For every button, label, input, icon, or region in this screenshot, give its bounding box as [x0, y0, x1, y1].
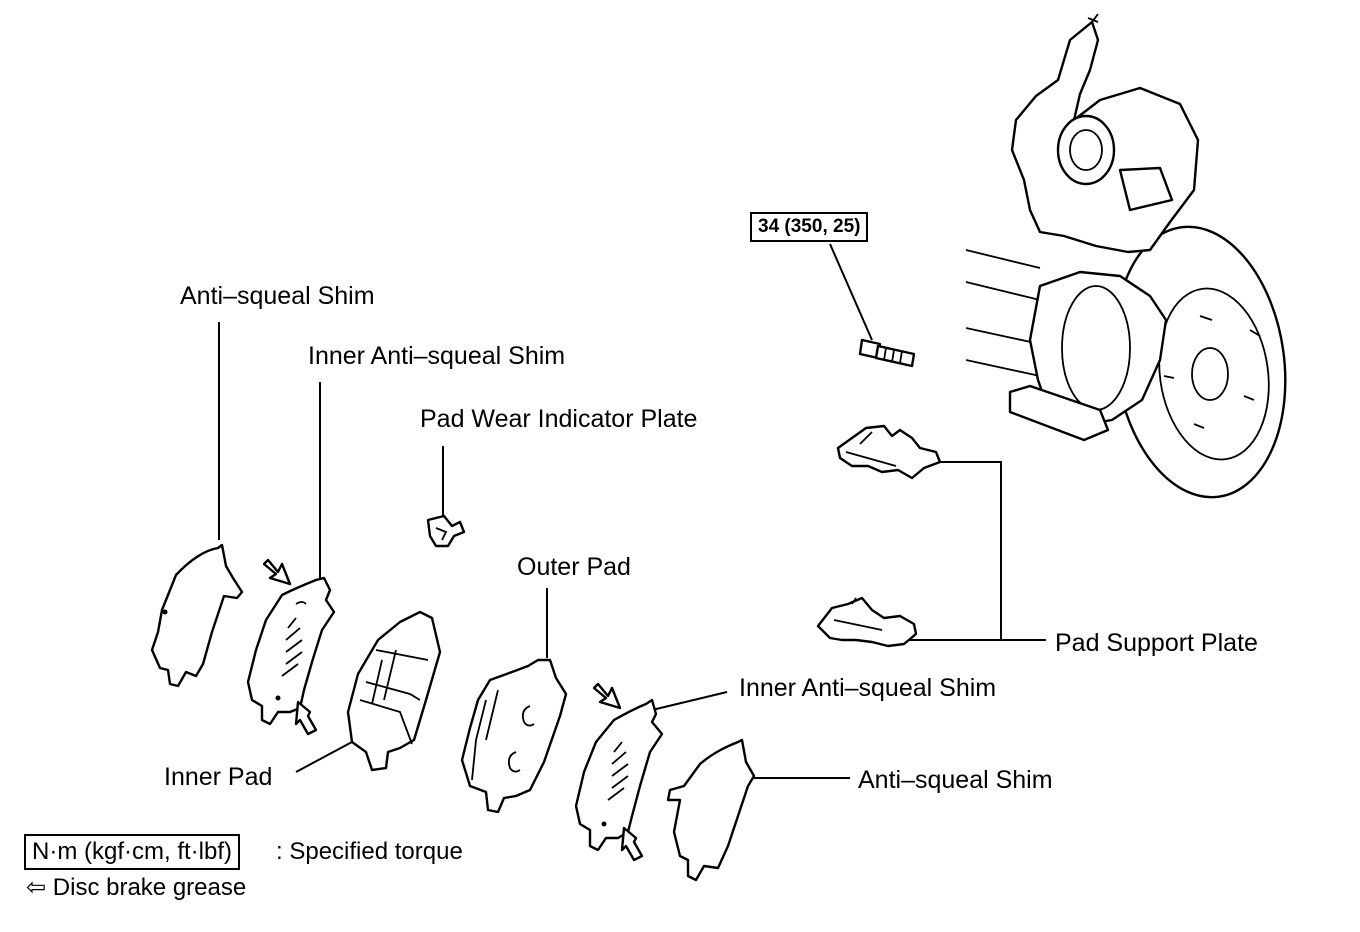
caliper-and-disc-assembly — [965, 13, 1287, 499]
torque-spec-box: 34 (350, 25) — [750, 212, 869, 242]
leader-bolt-torque — [829, 243, 873, 341]
grease-arrow-icon: ⇦ — [26, 874, 47, 901]
leader-inner-anti-squeal-shim-right — [651, 691, 728, 711]
legend-grease-row: ⇦ Disc brake grease — [26, 874, 246, 902]
legend-grease-caption: Disc brake grease — [52, 874, 247, 901]
leader-pad-support-plate — [908, 461, 1002, 641]
label-outer-pad: Outer Pad — [517, 553, 631, 581]
label-pad-support-plate: Pad Support Plate — [1055, 629, 1258, 657]
pad-support-plate-lower — [816, 596, 918, 648]
label-inner-anti-squeal-shim-right: Inner Anti–squeal Shim — [739, 674, 997, 702]
inner-pad — [346, 610, 442, 772]
label-inner-pad: Inner Pad — [164, 763, 273, 791]
label-inner-anti-squeal-shim-top: Inner Anti–squeal Shim — [308, 342, 566, 370]
inner-anti-squeal-shim-right — [574, 682, 664, 862]
leader-lines — [218, 243, 1046, 779]
outer-pad — [460, 658, 568, 814]
anti-squeal-shim-right — [666, 738, 756, 882]
label-pad-wear-indicator-plate: Pad Wear Indicator Plate — [420, 405, 698, 433]
label-anti-squeal-shim-top: Anti–squeal Shim — [180, 282, 375, 310]
label-anti-squeal-shim-right: Anti–squeal Shim — [858, 766, 1053, 794]
legend-torque-units: N·m (kgf·cm, ft·lbf) — [24, 834, 240, 870]
pad-support-plate-upper — [836, 424, 942, 480]
caliper-bolt — [858, 338, 916, 368]
pad-wear-indicator-plate — [426, 514, 466, 548]
anti-squeal-shim-left — [150, 543, 244, 688]
inner-anti-squeal-shim-left — [246, 558, 336, 736]
leader-inner-pad — [295, 741, 353, 773]
legend-torque-caption: : Specified torque — [276, 838, 463, 865]
